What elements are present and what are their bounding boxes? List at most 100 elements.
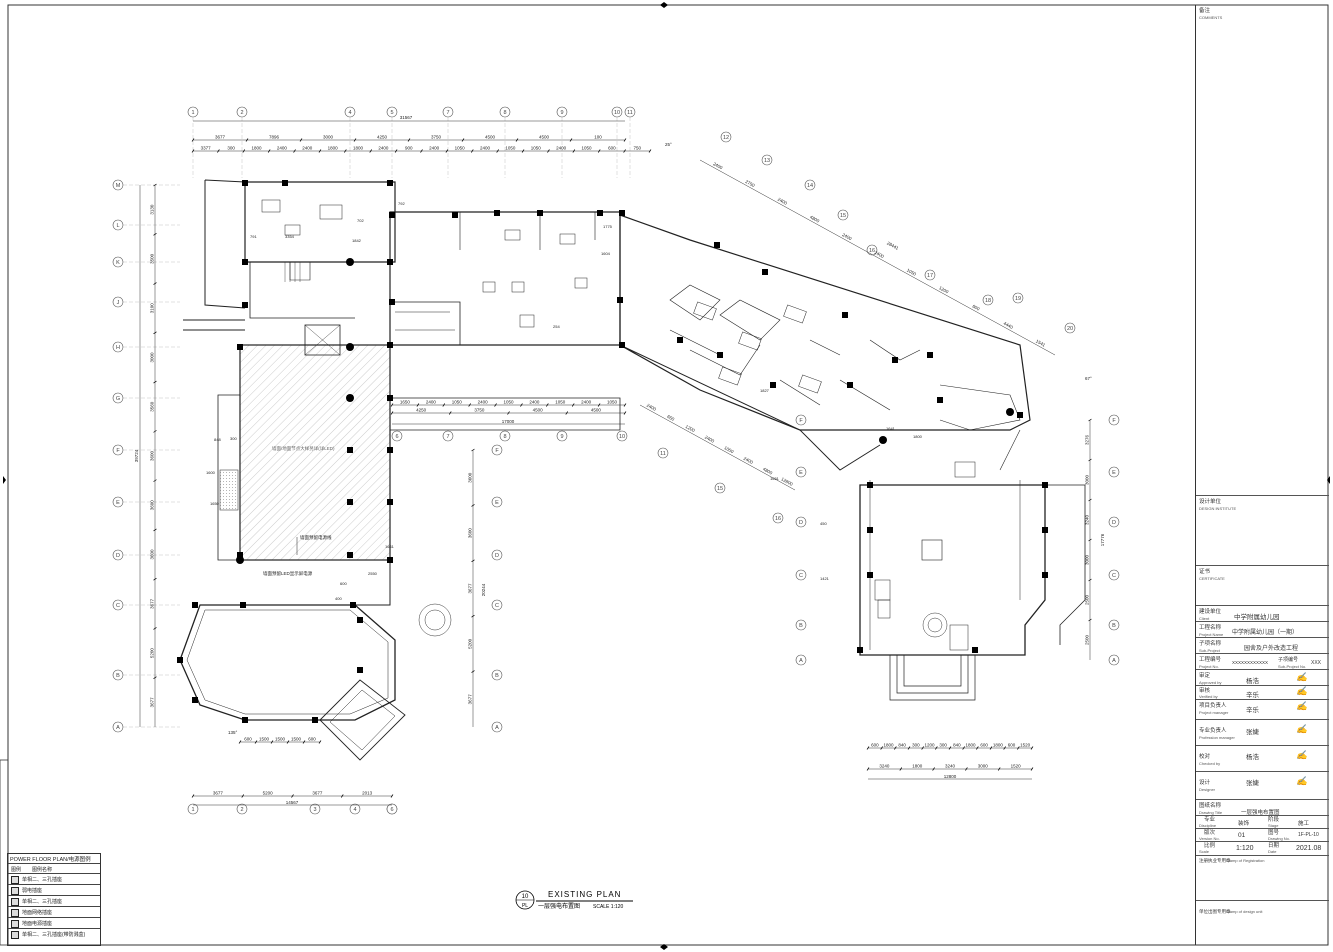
top-dim-row1-tick	[407, 138, 411, 142]
grid-bubble-left-label: B	[116, 673, 120, 679]
version-label: 版次	[1204, 830, 1216, 836]
grid-bubble-midleft	[491, 496, 503, 508]
mid-dim-row1-tick	[520, 403, 523, 407]
left-dim-value: 3000	[150, 352, 155, 363]
column	[937, 397, 943, 403]
column	[717, 352, 723, 358]
top-dim-row2-value: 1800	[251, 146, 262, 151]
column	[597, 210, 603, 216]
rb-dim-row1-value: 840	[898, 743, 906, 748]
drawing-no-label: 图号	[1268, 830, 1280, 836]
column	[1042, 572, 1048, 578]
date-label-en: Date	[1268, 849, 1277, 854]
legend-item: 单相二、三孔插座	[8, 873, 100, 884]
design-unit-stamp-cell: 单位出图专用章 Stamp of design unit	[1196, 900, 1329, 946]
top-dim-row2-tick	[445, 149, 449, 153]
rb-dim-row1-tick	[1003, 746, 1006, 750]
misc-dim-value: 1651	[770, 476, 780, 481]
left-dim-value: 3130	[150, 204, 155, 215]
misc-dim-value: 3354	[285, 234, 295, 239]
grid-bubble-bottom	[309, 803, 321, 815]
left-dim-tick	[153, 479, 157, 482]
comments-label: 备注	[1199, 8, 1211, 14]
grid-bubble-diagonal	[772, 512, 784, 524]
pm-value: 辛乐	[1246, 707, 1259, 714]
top-dim-row1-value: 4500	[539, 135, 550, 140]
right-dim-value: 3276	[1085, 434, 1090, 445]
project-manager-row: 项目负责人 Project manager 辛乐 ✍	[1196, 699, 1329, 720]
top-dim-row2-tick	[597, 149, 601, 153]
grid-bubble-bottom-label: 3	[313, 807, 316, 813]
misc-dim-value: 1600	[206, 470, 216, 475]
angle-label: 135°	[228, 730, 238, 735]
diag-lower-value: 1200	[685, 424, 697, 433]
bottom-dim-row2-tick	[318, 740, 322, 744]
mid-dim-row1-value: 2400	[581, 400, 592, 405]
grid-bubble-bottom	[236, 803, 248, 815]
rb-dim-row1-value: 600	[871, 743, 879, 748]
top-dim-row2-value: 2400	[378, 146, 389, 151]
rb-dim-row1-tick	[907, 746, 911, 750]
splash-outlet-icon	[11, 931, 19, 939]
structural-columns	[177, 180, 1048, 723]
left-dim-value: 3600	[150, 450, 155, 461]
project-label: 工程名称	[1199, 625, 1222, 631]
bottom-dim-row2-value: 1500	[259, 737, 270, 742]
top-dim-row2-value: 300	[227, 146, 235, 151]
comments-label-en: COMMENTS	[1199, 15, 1223, 20]
rb-dim-row1-tick	[962, 746, 965, 750]
mid-dim-row1-tick	[597, 403, 601, 407]
top-dim-row2-value: 1800	[353, 146, 364, 151]
grid-bubble-bottom-label: 2	[240, 807, 243, 813]
grid-bubble-diagonal	[866, 244, 878, 256]
grid-bubble-midleft-label: F	[495, 448, 499, 454]
mid-dim-row1-value: 2400	[426, 400, 437, 405]
pm-label-en: Project manager	[1199, 710, 1229, 715]
column	[617, 297, 623, 303]
column	[762, 269, 768, 275]
left-dim-value: 5200	[150, 648, 155, 659]
top-dim-row2-tick	[547, 149, 550, 153]
diag-lower-value: 1050	[723, 445, 735, 454]
grid-bubble-right-inner-label: D	[799, 520, 803, 526]
floor-network-icon	[11, 909, 19, 917]
left-dim-value: 3500	[150, 253, 155, 264]
plan-scale: SCALE 1:120	[593, 904, 624, 910]
grid-bubble-diagonal-label: 12	[723, 135, 729, 141]
column	[242, 259, 248, 265]
binding-strip	[0, 759, 9, 946]
legend-header-name: 图例名称	[32, 867, 53, 873]
designer-label-en: Designer	[1199, 787, 1216, 792]
mid-dim-row2-value: 4500	[533, 408, 544, 413]
top-dim-row2-tick	[623, 149, 626, 153]
misc-dim-value: 1421	[820, 576, 830, 581]
client-row: 建设单位 Client 中学附属幼儿园	[1196, 605, 1329, 622]
verified-value: 辛乐	[1246, 692, 1259, 699]
hatched-area-note: 墙面/地面节点大样另详(详LED)	[272, 445, 335, 452]
diag-dim-value: 1050	[906, 268, 918, 277]
grid-bubble-top-label: 10	[614, 110, 620, 116]
rb-dim-row1-value: 600	[980, 743, 988, 748]
angle-label: 25°	[665, 142, 672, 147]
top-dim-row2-value: 1050	[455, 146, 466, 151]
rb-dim-row1-tick	[921, 746, 924, 750]
plan-title-en: EXISTING PLAN	[548, 890, 621, 899]
midleft-dim-value: 3677	[468, 583, 473, 594]
top-dim-row1-tick	[623, 138, 627, 142]
bottom-dim-row2-tick	[286, 740, 290, 744]
grid-bubble-mid	[556, 430, 568, 442]
mid-dim-row1-tick	[468, 403, 471, 407]
prof-signature: ✍	[1296, 725, 1308, 735]
right-total-value: 17776	[1100, 533, 1105, 546]
diag-dim-value: 2400	[777, 197, 789, 206]
client-label: 建设单位	[1199, 609, 1222, 615]
rb-dim-row2-tick	[899, 767, 903, 771]
left-dim-tick	[153, 282, 157, 285]
mid-dim-row1-value: 1050	[452, 400, 463, 405]
bottom-dim-row2-tick	[302, 740, 306, 744]
column	[867, 482, 873, 488]
grid-bubble-diagonal	[714, 482, 726, 494]
grid-bubble-bottom	[386, 803, 398, 815]
bottom-dim-row2-value: 1500	[291, 737, 302, 742]
pm-signature: ✍	[1296, 702, 1308, 712]
